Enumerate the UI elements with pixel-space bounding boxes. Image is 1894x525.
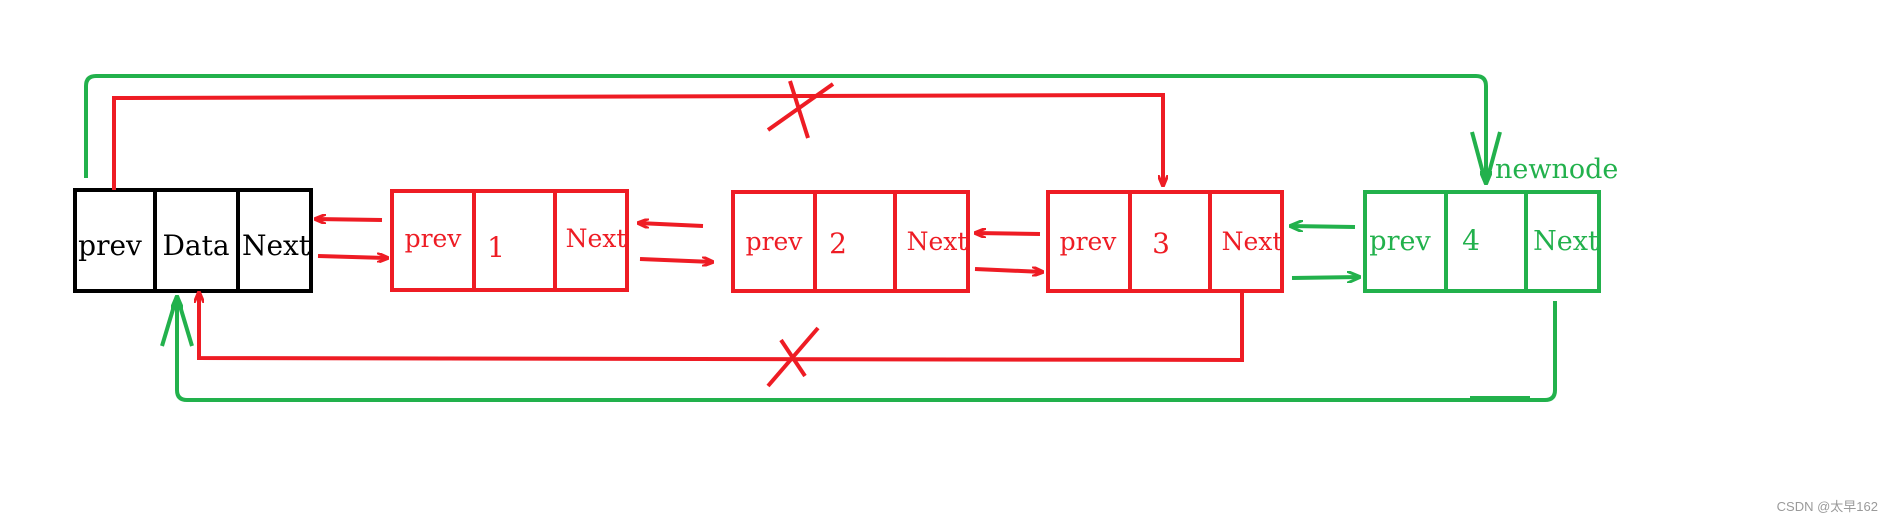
newnode-label: newnode — [1495, 154, 1618, 185]
node-2-next-label: Next — [907, 227, 968, 256]
new-links — [1290, 226, 1360, 278]
head-data-label: Data — [162, 229, 229, 262]
node-4-box — [1363, 190, 1601, 293]
new-link-node4-next-to-head — [177, 296, 1557, 402]
link-head-next-to-node1 — [317, 256, 388, 258]
node-1-data-label: 1 — [487, 231, 505, 264]
node-4-prev-label: prev — [1369, 226, 1431, 257]
removed-link-cross — [766, 82, 835, 132]
old-link-head-prev-to-node3 — [112, 92, 1163, 190]
link-node2-prev-to-node1 — [638, 223, 704, 226]
arrow-accent — [1484, 131, 1502, 185]
head-node-box — [73, 188, 313, 293]
node-2-prev-label: prev — [746, 227, 804, 256]
link-node1-next-to-node2 — [639, 259, 713, 262]
node-3-data-label: 3 — [1152, 227, 1170, 260]
node-3-prev-label: prev — [1060, 227, 1118, 256]
node-4-data-label: 4 — [1462, 224, 1480, 257]
link-node1-prev-to-head — [315, 219, 383, 220]
head-prev-label: prev — [78, 229, 142, 262]
link-node3-next-to-node4 — [1291, 277, 1360, 278]
arrow-accent — [175, 295, 194, 347]
node-3-next-label: Next — [1222, 227, 1283, 256]
node-2: prev 2 Next — [731, 190, 970, 293]
old-link-node3-next-to-head — [199, 291, 1244, 363]
node-2-data-label: 2 — [829, 227, 847, 260]
head-node: prev Data Next — [73, 188, 313, 293]
arrow-accent — [160, 295, 179, 347]
new-link-head-prev-to-node4 — [84, 74, 1486, 184]
node-1: prev 1 Next — [390, 189, 629, 292]
new-wraparound-links — [84, 74, 1557, 402]
arrow-accent — [1470, 131, 1488, 185]
link-node2-next-to-node3 — [974, 269, 1043, 272]
node-2-box — [731, 190, 970, 293]
head-next-label: Next — [242, 229, 311, 262]
node-4-next-label: Next — [1533, 226, 1599, 257]
removed-link-cross — [779, 338, 807, 378]
node-1-box — [390, 189, 629, 292]
old-wraparound-links — [112, 80, 1244, 388]
watermark: CSDN @太早162 — [1776, 499, 1878, 514]
node-3-box — [1046, 190, 1284, 293]
removed-link-cross — [788, 80, 810, 139]
link-node3-prev-to-node2 — [975, 233, 1041, 234]
node-4-newnode: prev 4 Next newnode — [1363, 154, 1618, 293]
link-node4-prev-to-node3 — [1290, 226, 1356, 227]
existing-links — [315, 219, 1043, 272]
node-1-prev-label: prev — [405, 224, 463, 253]
node-3: prev 3 Next — [1046, 190, 1284, 293]
node-1-next-label: Next — [566, 224, 627, 253]
